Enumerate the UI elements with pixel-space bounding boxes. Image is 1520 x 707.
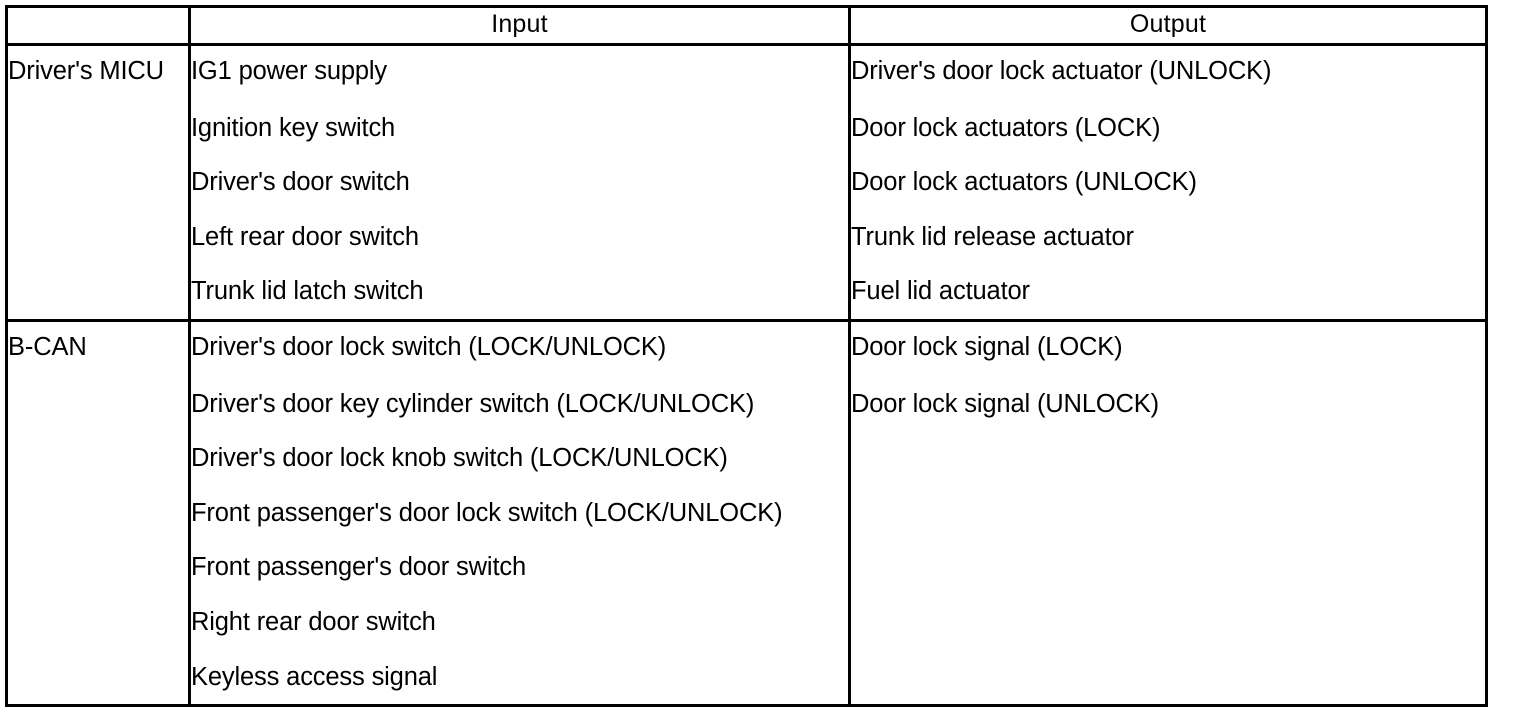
list-item: Left rear door switch xyxy=(191,222,419,251)
table-header-row: Input Output xyxy=(5,5,1488,46)
list-item: Trunk lid latch switch xyxy=(191,277,424,306)
table-row-b-can: B-CAN Driver's door lock switch (LOCK/UN… xyxy=(5,318,1488,707)
list-item: Fuel lid actuator xyxy=(851,277,1030,306)
list-item: Trunk lid release actuator xyxy=(851,222,1134,251)
header-output-column: Output xyxy=(848,5,1488,46)
output-list-b-can: Door lock signal (LOCK) Door lock signal… xyxy=(851,322,1485,431)
input-list-drivers-micu: IG1 power supply Ignition key switch Dri… xyxy=(191,46,848,319)
input-list-b-can: Driver's door lock switch (LOCK/UNLOCK) … xyxy=(191,322,848,704)
list-item: Keyless access signal xyxy=(191,662,438,691)
module-label-drivers-micu: Driver's MICU xyxy=(8,57,164,85)
header-module-column xyxy=(5,5,191,46)
input-output-table: Input Output Driver's MICU IG1 power sup… xyxy=(5,5,1488,707)
document-page: Input Output Driver's MICU IG1 power sup… xyxy=(5,5,1488,707)
list-item: Right rear door switch xyxy=(191,607,436,636)
cell-outputs-drivers-micu: Driver's door lock actuator (UNLOCK) Doo… xyxy=(848,43,1488,322)
list-item: IG1 power supply xyxy=(191,57,388,85)
list-item: Driver's door switch xyxy=(191,168,410,197)
list-item: Door lock actuators (UNLOCK) xyxy=(851,168,1197,197)
cell-inputs-b-can: Driver's door lock switch (LOCK/UNLOCK) … xyxy=(188,318,851,707)
list-item: Door lock signal (UNLOCK) xyxy=(851,389,1160,418)
cell-outputs-b-can: Door lock signal (LOCK) Door lock signal… xyxy=(848,318,1488,707)
header-input-column: Input xyxy=(188,5,851,46)
list-item: Door lock signal (LOCK) xyxy=(851,332,1123,361)
cell-module-name: B-CAN xyxy=(5,318,191,707)
list-item: Driver's door lock switch (LOCK/UNLOCK) xyxy=(191,332,667,361)
list-item: Ignition key switch xyxy=(191,113,396,142)
list-item: Door lock actuators (LOCK) xyxy=(851,113,1161,142)
cell-inputs-drivers-micu: IG1 power supply Ignition key switch Dri… xyxy=(188,43,851,322)
list-item: Driver's door lock knob switch (LOCK/UNL… xyxy=(191,444,728,473)
table-header: Input Output xyxy=(5,5,1488,46)
list-item: Front passenger's door lock switch (LOCK… xyxy=(191,498,783,527)
table-row-drivers-micu: Driver's MICU IG1 power supply Ignition … xyxy=(5,43,1488,322)
list-item: Front passenger's door switch xyxy=(191,553,527,582)
module-label-b-can: B-CAN xyxy=(8,332,87,361)
table-body: Driver's MICU IG1 power supply Ignition … xyxy=(5,43,1488,707)
list-item: Driver's door lock actuator (UNLOCK) xyxy=(851,57,1272,85)
cell-module-name: Driver's MICU xyxy=(5,43,191,322)
output-list-drivers-micu: Driver's door lock actuator (UNLOCK) Doo… xyxy=(851,46,1485,319)
list-item: Driver's door key cylinder switch (LOCK/… xyxy=(191,389,755,418)
